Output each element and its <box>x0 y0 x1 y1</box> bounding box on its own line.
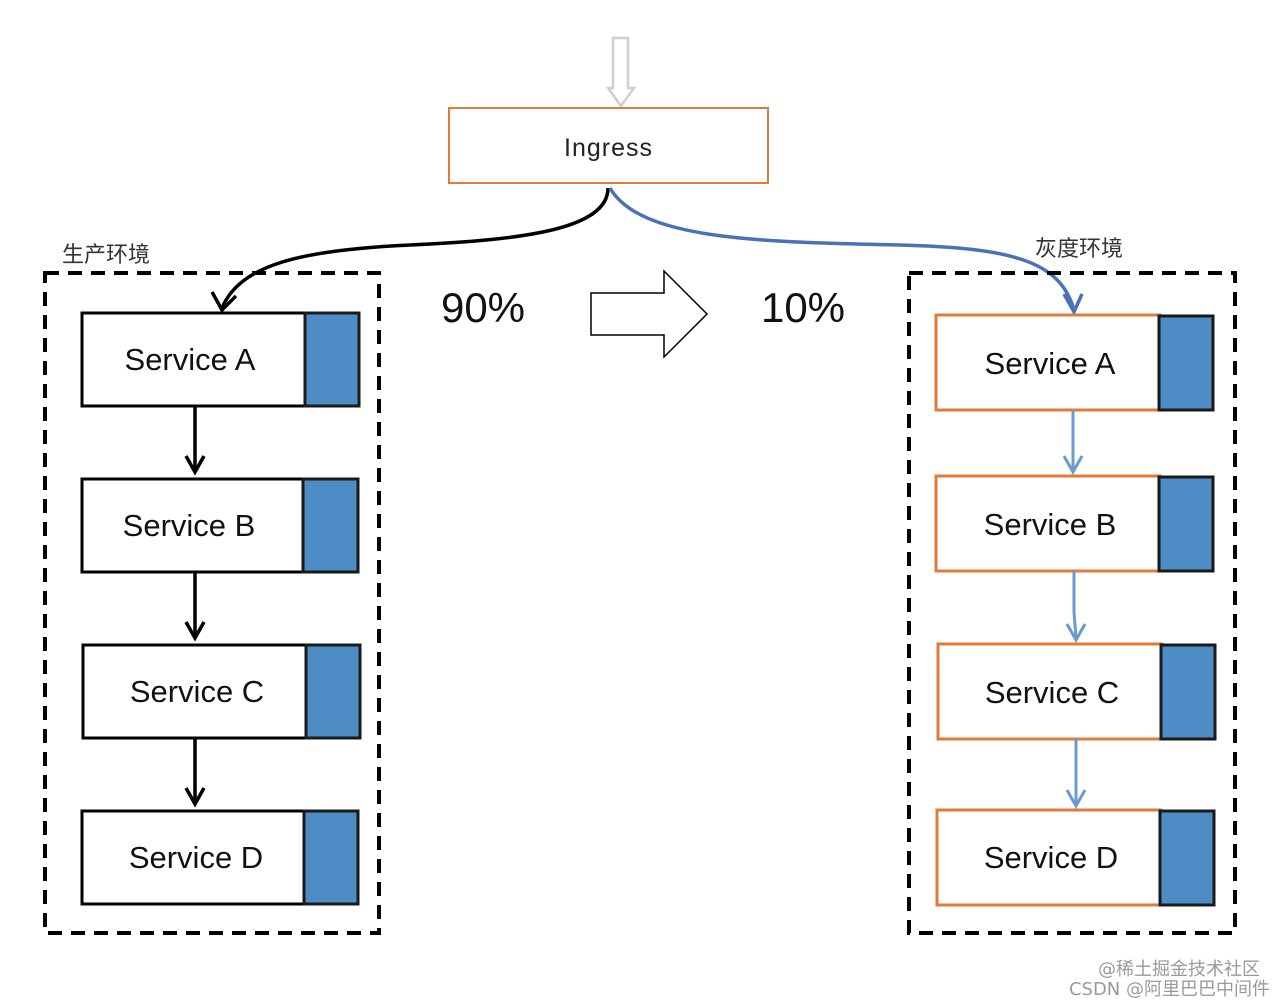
route-to-production <box>220 187 610 309</box>
service-label: Service A <box>125 342 256 377</box>
gray-service-b: Service B <box>934 474 1215 573</box>
gray-traffic-percent: 10% <box>761 284 845 331</box>
service-label: Service D <box>129 840 263 875</box>
service-instance-block <box>1158 809 1216 907</box>
service-label: Service B <box>984 507 1117 542</box>
service-instance-block <box>304 643 362 740</box>
route-to-gray-arrowhead <box>1062 293 1084 316</box>
traffic-shift-arrow <box>590 269 709 359</box>
service-instance-block <box>1159 643 1217 741</box>
service-label: Service A <box>985 346 1116 381</box>
ingress-node: Ingress <box>448 107 769 184</box>
service-instance-block <box>301 477 360 574</box>
gray-env-container <box>907 271 1237 935</box>
production-service-d: Service D <box>80 809 360 906</box>
watermark-line1: @稀土掘金技术社区 <box>1098 959 1260 980</box>
service-label: Service D <box>984 840 1118 875</box>
service-instance-block <box>1157 314 1215 412</box>
service-instance-block <box>302 809 360 906</box>
production-service-a: Service A <box>80 311 361 408</box>
incoming-traffic-arrow <box>605 36 637 109</box>
production-service-b: Service B <box>80 477 360 574</box>
service-label: Service B <box>123 508 256 543</box>
watermark-line2: CSDN @阿里巴巴中间件 <box>1069 979 1270 1000</box>
production-links <box>184 406 206 808</box>
gray-env-label: 灰度环境 <box>1035 237 1123 262</box>
route-to-production-arrowhead <box>210 291 238 313</box>
service-instance-block <box>1157 475 1215 573</box>
gray-service-c: Service C <box>936 642 1217 741</box>
production-traffic-percent: 90% <box>441 284 525 331</box>
service-instance-block <box>303 311 361 408</box>
production-env-label: 生产环境 <box>62 243 150 268</box>
route-to-gray <box>608 187 1076 311</box>
service-label: Service C <box>130 674 264 709</box>
production-service-c: Service C <box>81 643 362 740</box>
gray-service-d: Service D <box>935 808 1216 907</box>
gray-service-a: Service A <box>934 313 1215 412</box>
production-env-container <box>43 271 381 935</box>
ingress-label: Ingress <box>564 134 653 162</box>
gray-links <box>1062 410 1087 810</box>
service-label: Service C <box>985 675 1119 710</box>
